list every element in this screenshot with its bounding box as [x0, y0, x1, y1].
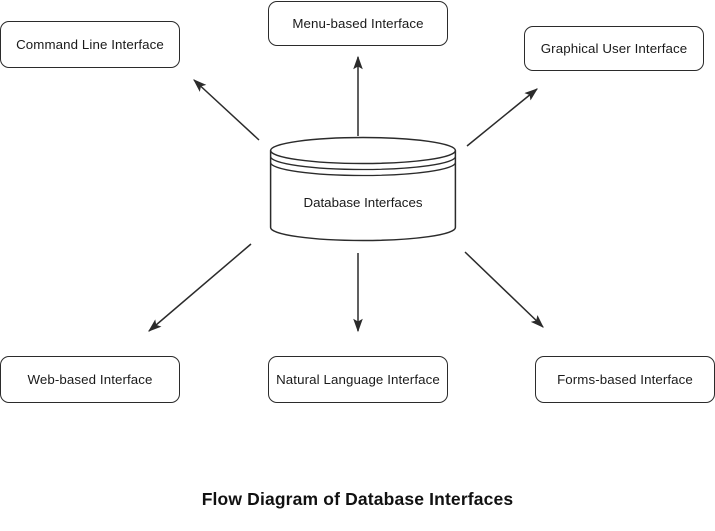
center-node-database-interfaces[interactable]: Database Interfaces [269, 136, 457, 242]
cylinder-icon [269, 136, 457, 242]
node-command-line-interface[interactable]: Command Line Interface [0, 21, 180, 68]
node-web-based-interface[interactable]: Web-based Interface [0, 356, 180, 403]
center-node-label: Database Interfaces [303, 194, 423, 210]
node-label: Command Line Interface [16, 36, 164, 52]
edge-to-web-based-interface [148, 243, 252, 332]
diagram-title: Flow Diagram of Database Interfaces [201, 489, 514, 509]
node-forms-based-interface[interactable]: Forms-based Interface [535, 356, 715, 403]
edge-to-graphical-user-interface [466, 88, 538, 147]
node-label: Menu-based Interface [292, 15, 424, 31]
edge-to-command-line-interface [193, 79, 260, 141]
node-natural-language-interface[interactable]: Natural Language Interface [268, 356, 448, 403]
node-menu-based-interface[interactable]: Menu-based Interface [268, 1, 448, 46]
node-graphical-user-interface[interactable]: Graphical User Interface [524, 26, 704, 71]
edge-to-forms-based-interface [464, 251, 544, 328]
node-label: Web-based Interface [27, 371, 153, 387]
node-label: Natural Language Interface [276, 371, 440, 387]
node-label: Graphical User Interface [540, 40, 688, 56]
node-label: Forms-based Interface [557, 371, 693, 387]
